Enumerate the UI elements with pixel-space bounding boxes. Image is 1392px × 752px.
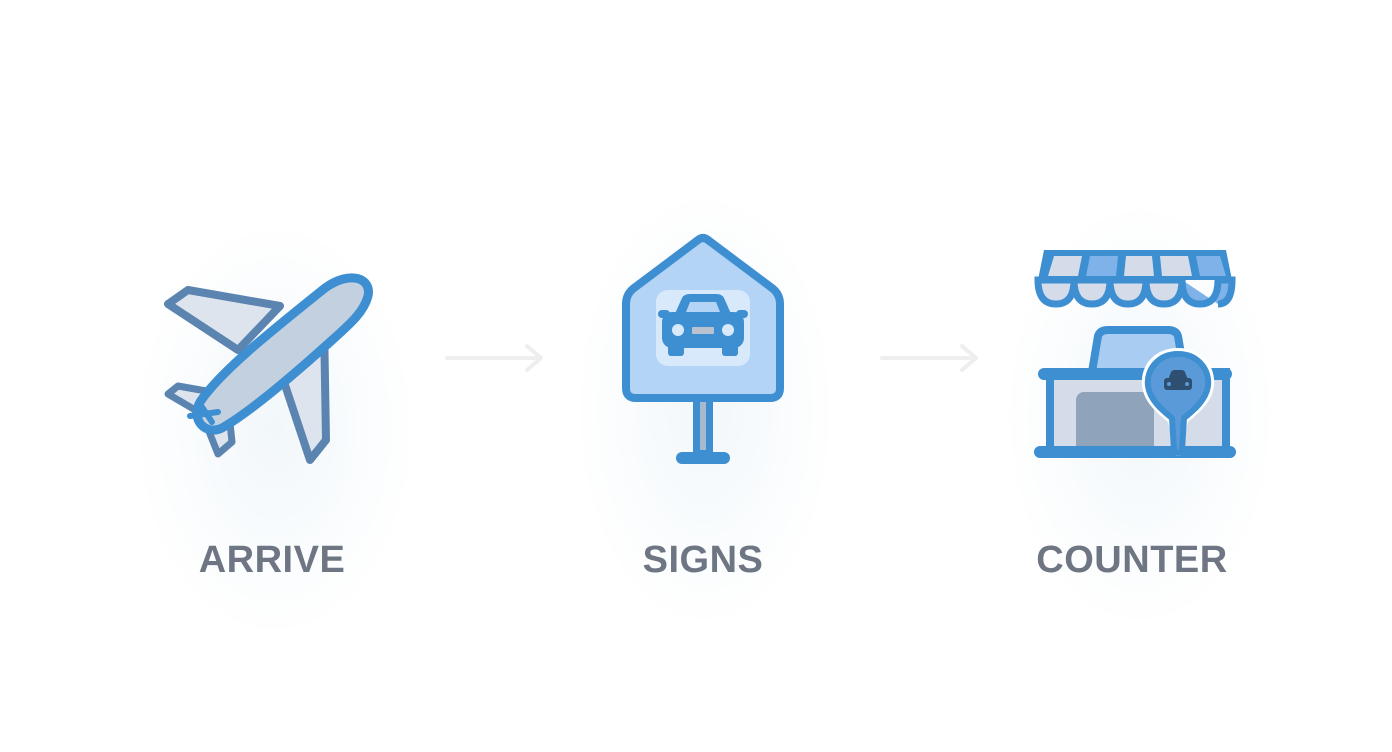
step-label: SIGNS (642, 539, 764, 581)
arrow-right-icon (445, 344, 543, 372)
step-label: ARRIVE (198, 539, 346, 581)
step-label: COUNTER (1036, 539, 1228, 581)
airplane-icon (164, 273, 373, 464)
car-rental-sign-icon (622, 234, 784, 464)
arrow-right-icon (880, 344, 978, 372)
rental-counter-store-icon (1034, 250, 1236, 458)
